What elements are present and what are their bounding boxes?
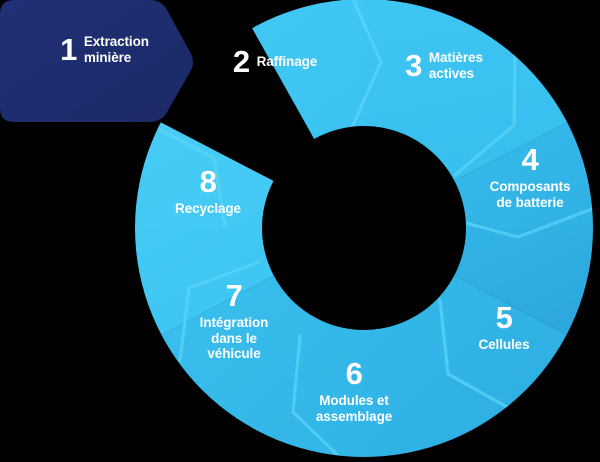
segment-4-body[interactable] bbox=[364, 72, 600, 228]
segment-8-body[interactable] bbox=[64, 228, 364, 386]
segment-7-body[interactable] bbox=[64, 228, 364, 462]
divider-7-8 bbox=[178, 260, 261, 362]
segment-dividers bbox=[144, 0, 594, 462]
segment-6-body[interactable] bbox=[364, 228, 600, 462]
segment-1-active-badge[interactable] bbox=[0, 0, 193, 122]
active-badge-shape[interactable] bbox=[0, 0, 193, 122]
divider-3-4 bbox=[453, 45, 517, 177]
divider-8-1 bbox=[144, 120, 227, 228]
ring-segments bbox=[64, 0, 600, 462]
divider-5-6 bbox=[438, 298, 518, 414]
divider-2-3 bbox=[347, 0, 383, 136]
divider-6-7 bbox=[291, 334, 348, 462]
segment-3-body[interactable] bbox=[364, 0, 600, 228]
divider-4-5 bbox=[457, 207, 594, 239]
segment-2-body[interactable] bbox=[196, 0, 364, 228]
